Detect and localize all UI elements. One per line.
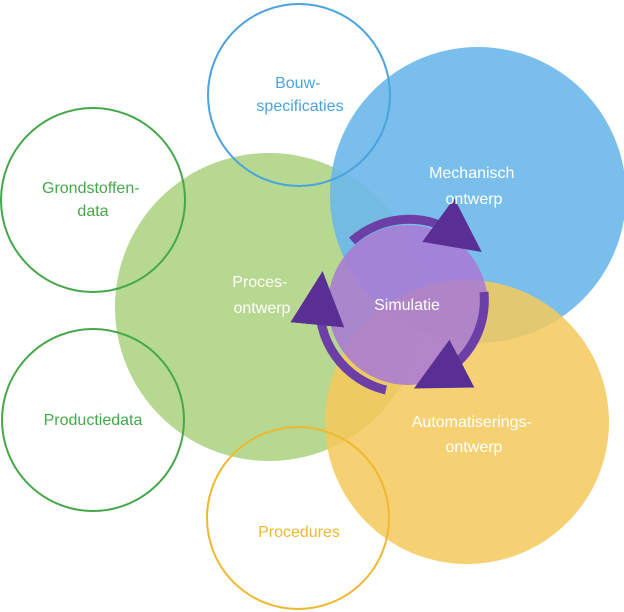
productie-label-line-1: Productiedata (44, 412, 143, 429)
bouw-circle (207, 3, 391, 187)
simulatie-label: Simulatie (374, 297, 440, 314)
mechanisch-label-line-2: ontwerp (446, 191, 503, 208)
bouw-label: Bouw- specificaties (256, 75, 343, 115)
bouw-label-line-1: Bouw- (275, 75, 320, 92)
procedures-label-line-1: Procedures (258, 524, 340, 541)
cycle-arrow-left (290, 271, 388, 395)
cycle-arrow-top (349, 198, 482, 252)
proces-label-line-1: Proces- (232, 274, 287, 291)
grondstoffen-circle (0, 107, 186, 293)
grondstoffen-label: Grondstoffen- data (42, 180, 144, 220)
cycle-arrows (290, 198, 489, 395)
proces-label: Proces- ontwerp (232, 274, 292, 317)
cycle-arrow-right (414, 291, 489, 389)
automatisering-label-line-2: ontwerp (446, 439, 503, 456)
mechanisch-label: Mechanisch ontwerp (429, 165, 519, 208)
grondstoffen-label-line-2: data (77, 203, 108, 220)
mechanisch-label-line-1: Mechanisch (429, 165, 514, 182)
automatisering-label: Automatiserings- ontwerp (412, 414, 537, 456)
bouw-label-line-2: specificaties (256, 98, 343, 115)
automatisering-label-line-1: Automatiserings- (412, 414, 532, 431)
proces-label-line-2: ontwerp (234, 300, 291, 317)
productie-circle (1, 328, 185, 512)
procedures-circle (206, 426, 390, 610)
grondstoffen-label-line-1: Grondstoffen- (42, 180, 140, 197)
procedures-label: Procedures (258, 524, 340, 541)
productie-label: Productiedata (44, 412, 143, 429)
